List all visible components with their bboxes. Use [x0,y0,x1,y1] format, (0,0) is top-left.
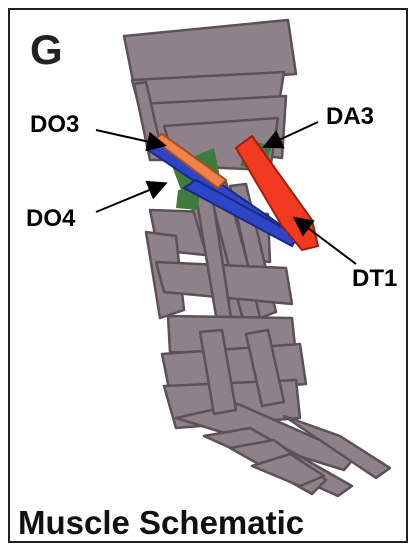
figure-caption: Muscle Schematic [18,504,304,542]
label-do4: DO4 [26,205,76,232]
label-do3: DO3 [30,111,79,138]
muscle-group-lower [162,316,390,496]
do4-leader-arrow [96,184,164,212]
panel-letter: G [30,26,63,74]
label-da3: DA3 [326,103,374,130]
label-dt1: DT1 [352,265,397,292]
